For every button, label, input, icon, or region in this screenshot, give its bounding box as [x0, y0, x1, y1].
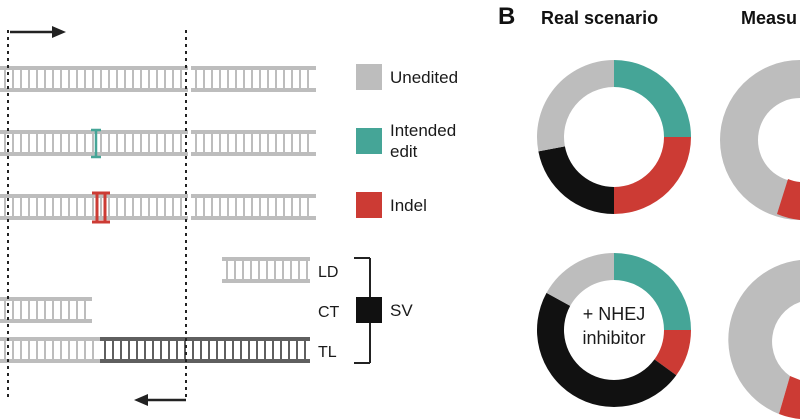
legend-swatch-sv — [356, 297, 382, 323]
legend-label-intended-line1: Intended — [390, 121, 456, 140]
inhibitor-label-line1: + NHEJ — [583, 304, 646, 324]
legend-swatch-unedited — [356, 64, 382, 90]
donut-real-nhej-inhibitor — [537, 253, 691, 407]
ladder-unedited-left — [0, 66, 188, 92]
dna-large-deletion — [222, 257, 310, 283]
sv-label-ct: CT — [318, 304, 340, 321]
donut-real-scenario — [537, 60, 691, 214]
donut-measured-top-partial — [720, 60, 800, 220]
ladder-unedited-right — [191, 66, 316, 92]
donut-slice-indel — [654, 330, 691, 376]
arrow-left-icon — [134, 394, 186, 406]
donut-slice-unedited — [537, 60, 614, 152]
indel-mark — [92, 191, 110, 224]
ladder-translocation-left — [0, 337, 100, 363]
donut-slice-unedited — [546, 253, 614, 306]
donut-slice-intended-edit — [614, 253, 691, 330]
inhibitor-label-line2: inhibitor — [582, 328, 645, 348]
legend-label-unedited: Unedited — [390, 68, 458, 87]
donut-slice-indel — [614, 137, 691, 214]
legend-swatch-intended — [356, 128, 382, 154]
dna-chromothripsis — [0, 297, 92, 323]
sv-label-tl: TL — [318, 344, 337, 361]
donut-measured-bottom-partial — [728, 260, 800, 419]
legend-swatch-indel — [356, 192, 382, 218]
dna-intended-edit — [0, 128, 316, 159]
donut-slice-sv — [537, 292, 677, 407]
ladder-translocation-right — [100, 337, 310, 363]
ladder-intended-left — [0, 130, 188, 156]
dna-unedited — [0, 66, 316, 92]
arrow-right-icon — [10, 26, 66, 38]
ladder-indel-left — [0, 194, 188, 220]
donut-slice-intended-edit — [614, 60, 691, 137]
panel-b-title-real: Real scenario — [541, 8, 658, 28]
intended-edit-mark — [91, 128, 101, 159]
donut-slice-sv — [538, 146, 614, 214]
legend-label-intended-line2: edit — [390, 142, 418, 161]
legend-label-sv: SV — [390, 301, 413, 320]
dna-indel — [0, 191, 316, 224]
legend-label-indel: Indel — [390, 196, 427, 215]
sv-label-ld: LD — [318, 264, 338, 281]
ladder-intended-right — [191, 130, 316, 156]
dna-translocation — [0, 337, 310, 363]
panel-b-letter: B — [498, 3, 515, 30]
ladder-indel-right — [191, 194, 316, 220]
panel-b-title-measured: Measu — [741, 8, 797, 28]
